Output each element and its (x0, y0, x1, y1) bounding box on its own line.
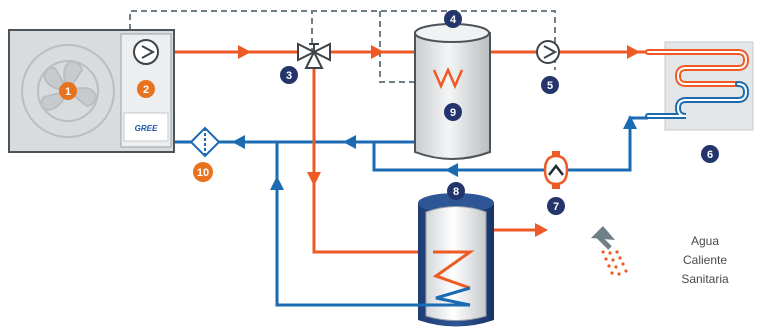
pump-icon (133, 39, 159, 65)
pipe-hot-dhw-coil-supply (312, 64, 433, 254)
filter-icon (189, 126, 221, 158)
caption-line-1: Agua (691, 234, 719, 248)
badge-9-label: 9 (450, 107, 456, 119)
badge-9: 9 (444, 103, 462, 121)
badge-8: 8 (447, 182, 465, 200)
fan-icon (21, 44, 115, 138)
tank-coil-icon (418, 250, 475, 307)
badge-1: 1 (59, 82, 77, 100)
badge-4: 4 (444, 10, 462, 28)
badge-6: 6 (701, 145, 719, 163)
badge-4-label: 4 (450, 14, 457, 26)
arrow-right-icon (238, 45, 251, 59)
caption-line-3: Sanitaria (681, 272, 729, 286)
arrow-down-icon (307, 172, 321, 186)
badge-3: 3 (280, 66, 298, 84)
badge-2-label: 2 (143, 84, 149, 96)
badge-8-label: 8 (453, 186, 459, 198)
underfloor-heating-panel (645, 41, 754, 131)
heater-icon (432, 66, 464, 90)
domestic-hot-water-tank (418, 193, 494, 327)
floor-heating-coil-icon (645, 49, 750, 119)
pipe-cold-floor-return (372, 116, 648, 172)
buffer-tank (414, 23, 491, 160)
arrow-up-icon (270, 176, 284, 190)
arrow-up-icon (623, 115, 637, 129)
arrow-right-icon (371, 45, 384, 59)
arrow-right-icon (627, 45, 640, 59)
cold-flow-arrows (232, 115, 637, 190)
arrow-left-icon (343, 135, 356, 149)
badge-6-label: 6 (707, 149, 713, 161)
brand-plate (123, 112, 169, 142)
badge-1-label: 1 (65, 86, 71, 98)
control-line-outer (129, 10, 556, 70)
badge-7: 7 (547, 197, 565, 215)
pipe-cold-dhw-return (275, 142, 418, 307)
badge-5-label: 5 (547, 80, 553, 92)
pump-icon (536, 40, 560, 64)
arrow-left-icon (445, 163, 458, 177)
arrow-right-icon (535, 223, 548, 237)
caption-line-2: Caliente (683, 253, 727, 267)
three-way-valve-icon (297, 42, 331, 69)
arrow-left-icon (232, 135, 245, 149)
hot-flow-arrows (238, 45, 640, 237)
badge-10: 10 (193, 162, 213, 182)
shower-icon (591, 226, 628, 276)
badge-2: 2 (137, 80, 155, 98)
badge-7-label: 7 (553, 201, 559, 213)
expansion-vessel-icon (543, 151, 569, 189)
brand-logo: GREE (135, 124, 158, 133)
control-wiring (129, 10, 556, 83)
badge-3-label: 3 (286, 70, 292, 82)
badge-10-label: 10 (197, 167, 209, 179)
badge-5: 5 (541, 76, 559, 94)
